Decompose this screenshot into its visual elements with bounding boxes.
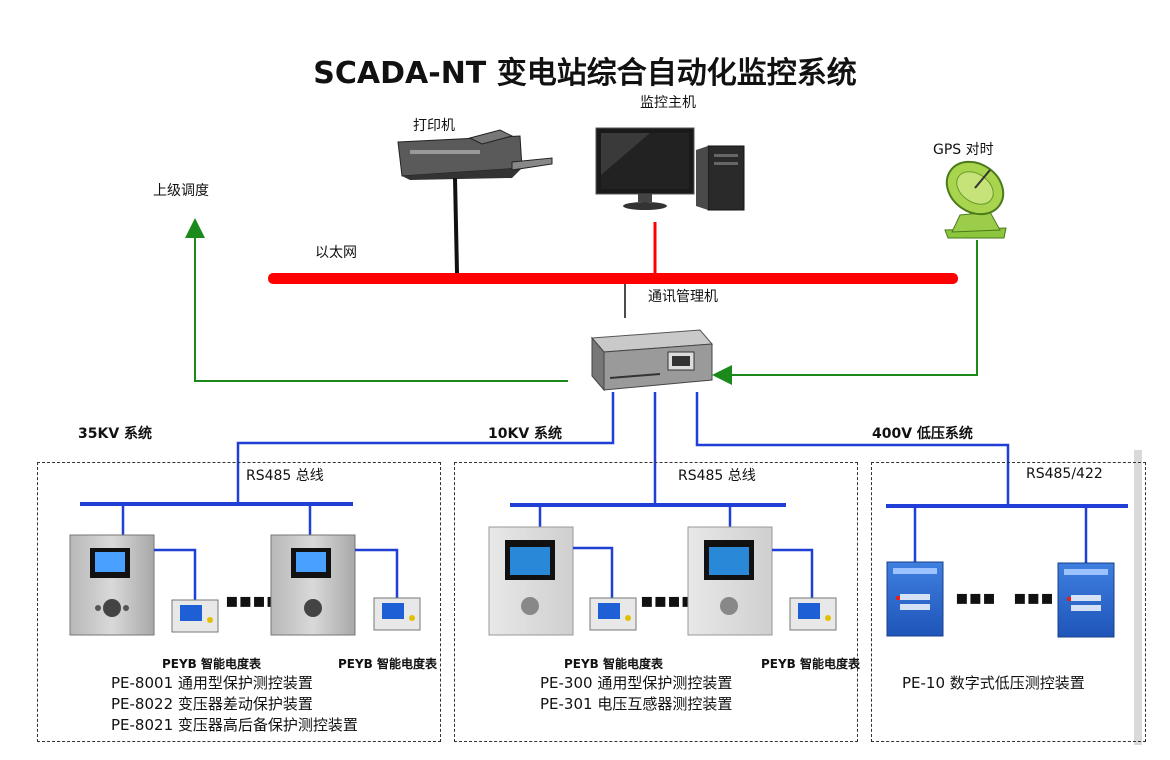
group-box-400v	[871, 462, 1146, 742]
energy-meter-icon	[589, 597, 637, 631]
printer-label: 打印机	[413, 118, 455, 134]
device-label: PE-301 电压互感器测控装置	[540, 695, 733, 713]
meter-label: PEYB 智能电度表	[564, 657, 664, 671]
svg-text:▪▪▪▪: ▪▪▪▪	[640, 588, 694, 612]
gps-label: GPS 对时	[933, 142, 994, 158]
bus-label-10kv: RS485 总线	[678, 468, 756, 484]
svg-text:▪▪▪▪: ▪▪▪▪	[225, 588, 279, 612]
page-title: SCADA-NT 变电站综合自动化监控系统	[313, 56, 857, 91]
device-label: PE-8001 通用型保护测控装置	[111, 674, 313, 692]
satellite-dish-icon	[944, 160, 1007, 239]
meter-label: PEYB 智能电度表	[162, 657, 262, 671]
protection-relay-icon	[687, 505, 773, 636]
system-title-400v: 400V 低压系统	[872, 426, 973, 442]
meter-label: PEYB 智能电度表	[338, 657, 438, 671]
system-title-10kv: 10KV 系统	[488, 426, 563, 442]
energy-meter-icon	[171, 599, 219, 633]
printer-icon	[397, 129, 553, 180]
low-voltage-unit-icon	[1057, 562, 1115, 638]
bus-label-35kv: RS485 总线	[246, 468, 324, 484]
group-box-35kv	[37, 462, 441, 742]
ethernet-label: 以太网	[315, 245, 357, 261]
dispatch-link	[185, 218, 568, 382]
group-box-10kv	[454, 462, 858, 742]
protection-relay-icon	[488, 505, 574, 636]
server-icon	[590, 329, 714, 392]
device-label: PE-300 通用型保护测控装置	[540, 674, 733, 692]
device-label: PE-8022 变压器差动保护装置	[111, 695, 313, 713]
protection-relay-icon	[69, 504, 155, 636]
device-label: PE-10 数字式低压测控装置	[902, 674, 1085, 692]
protection-relay-icon	[270, 504, 356, 636]
gps-link	[712, 240, 978, 385]
energy-meter-icon	[373, 597, 421, 631]
svg-text:▪▪▪: ▪▪▪	[1013, 585, 1054, 609]
ethernet-bus	[268, 273, 958, 284]
device-label: PE-8021 变压器高后备保护测控装置	[111, 716, 358, 734]
low-voltage-unit-icon	[886, 561, 944, 637]
svg-text:▪▪▪: ▪▪▪	[955, 585, 996, 609]
energy-meter-icon	[789, 597, 837, 631]
meter-label: PEYB 智能电度表	[761, 657, 861, 671]
system-title-35kv: 35KV 系统	[78, 426, 153, 442]
comm-manager-label: 通讯管理机	[648, 289, 718, 305]
bus-label-400v: RS485/422	[1026, 466, 1103, 482]
host-label: 监控主机	[640, 95, 696, 111]
dispatch-label: 上级调度	[153, 183, 209, 199]
monitor-icon	[595, 127, 745, 211]
